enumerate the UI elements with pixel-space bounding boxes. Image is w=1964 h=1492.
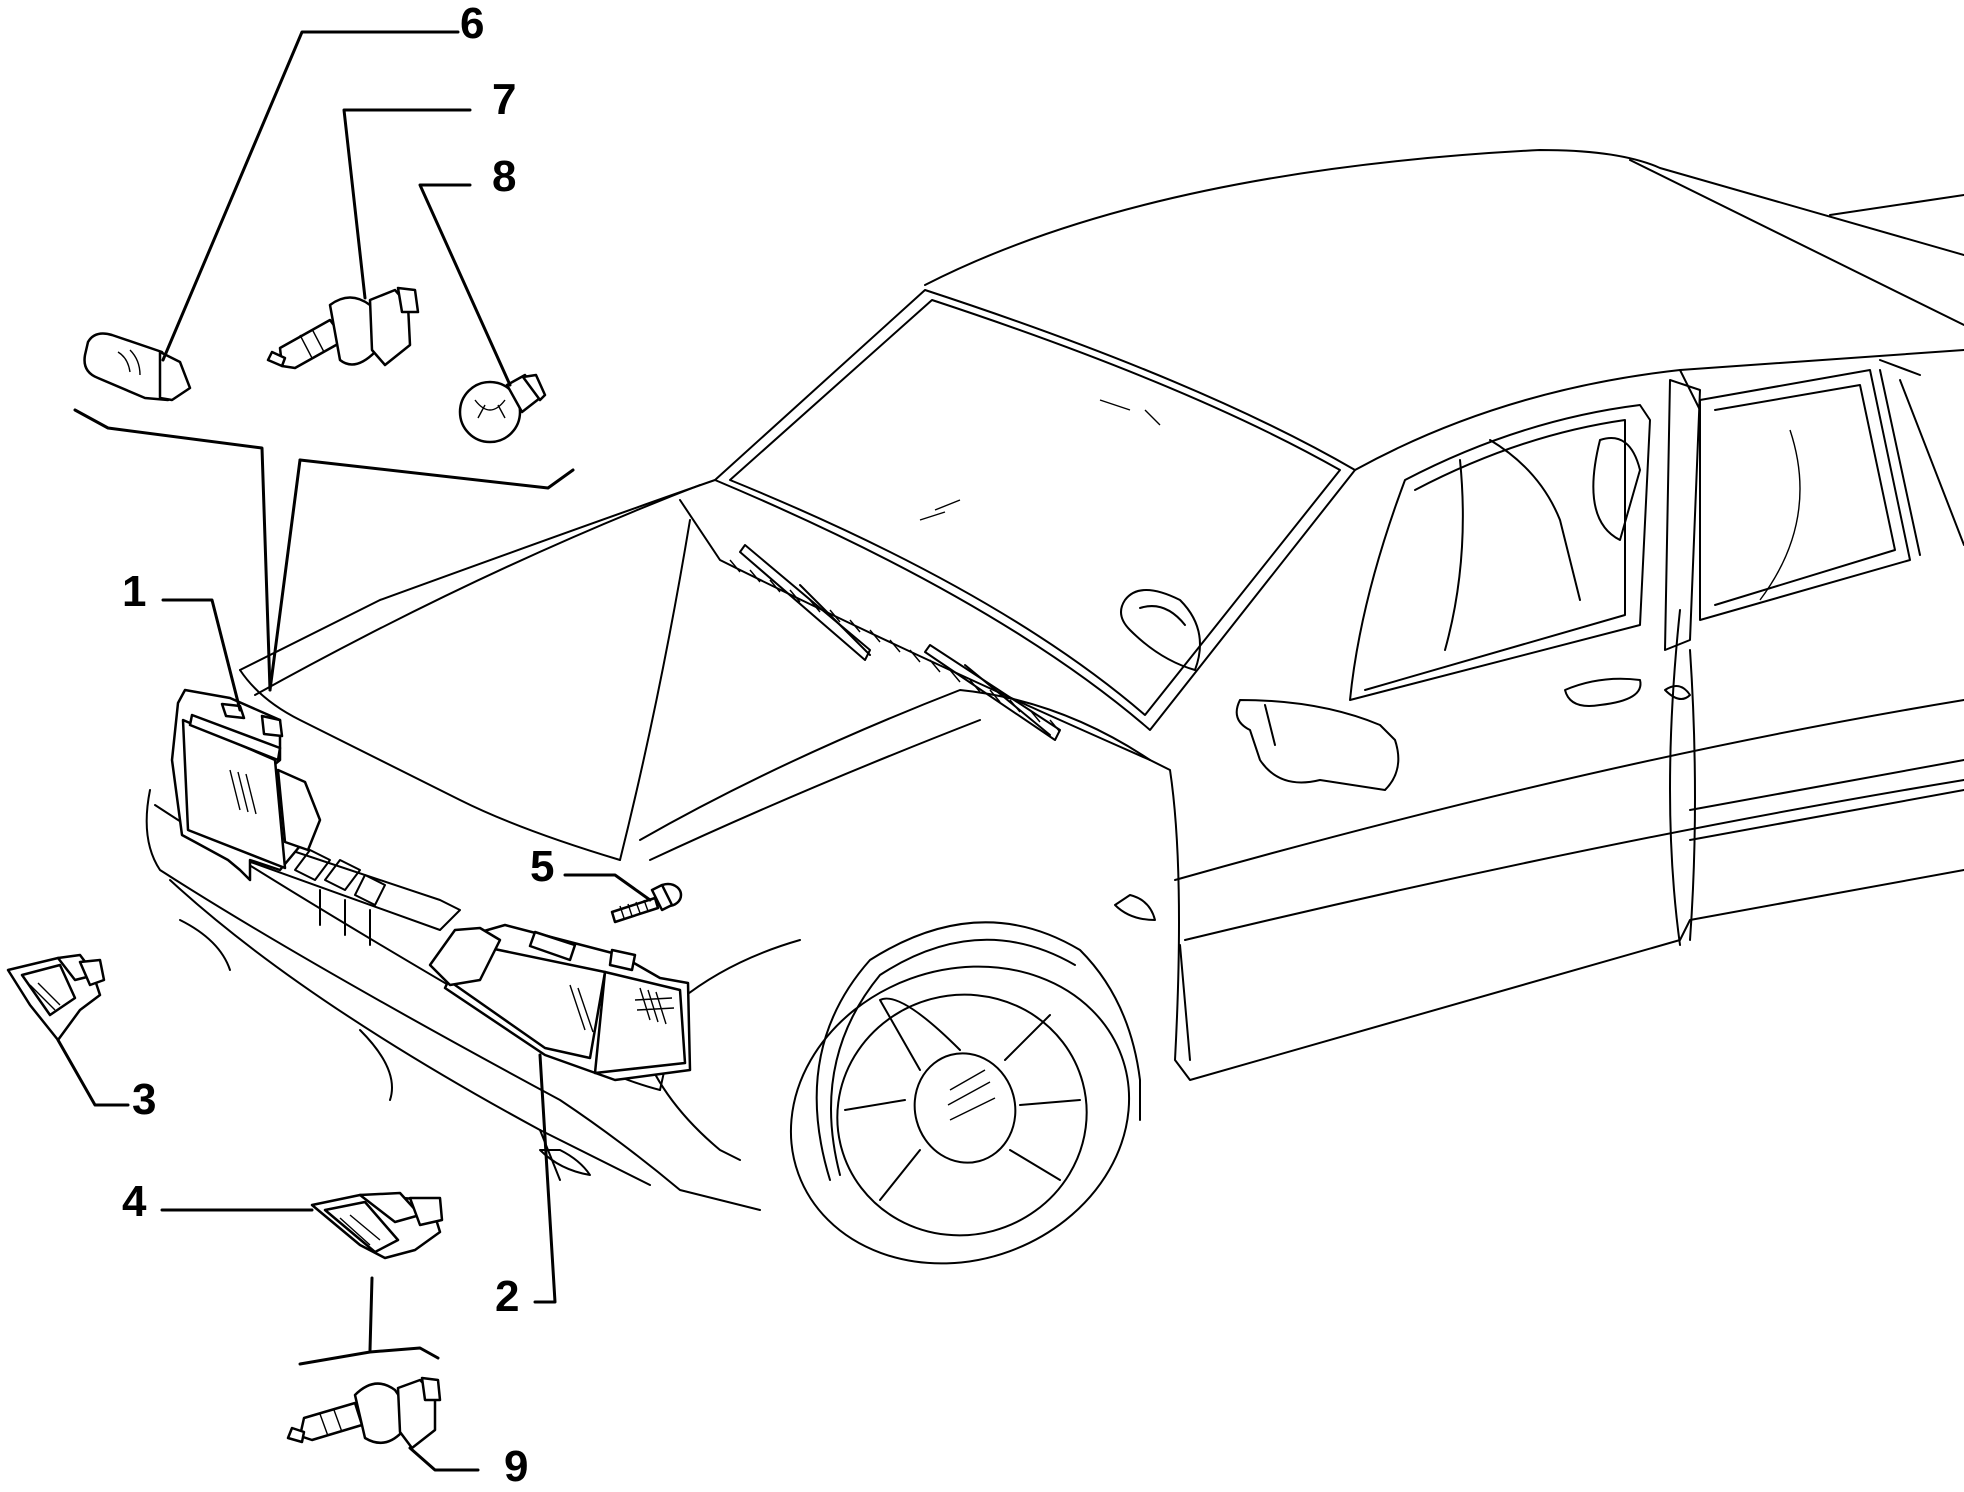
callout-9: 9 (504, 1442, 529, 1491)
callout-3: 3 (132, 1075, 157, 1124)
connector-3-part (6, 953, 106, 1042)
bulb-6-part (83, 332, 192, 402)
bulb-9-part (286, 1376, 442, 1450)
leader-lines (56, 30, 652, 1472)
callout-1: 1 (122, 567, 147, 616)
bulb-8-part (458, 373, 547, 444)
callout-2: 2 (495, 1272, 520, 1321)
headlamp-right-part (428, 923, 692, 1082)
callout-7: 7 (492, 75, 517, 124)
car-body (145, 149, 1964, 1265)
callout-5: 5 (530, 842, 555, 891)
callout-6: 6 (460, 0, 485, 48)
headlamp-left-part (170, 688, 322, 882)
connector-4-part (310, 1191, 444, 1260)
screw-part (610, 882, 683, 924)
callout-4: 4 (122, 1177, 147, 1226)
bulb-7-part (266, 286, 420, 370)
callout-8: 8 (492, 152, 517, 201)
